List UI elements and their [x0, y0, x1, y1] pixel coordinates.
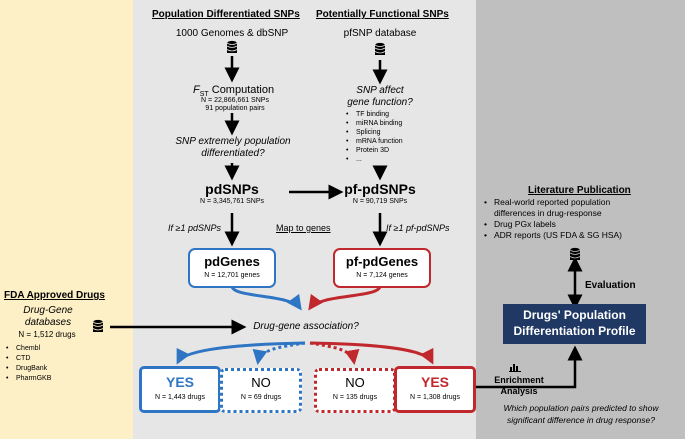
pdgenes-title: pdGenes [204, 254, 260, 269]
drug-count: N = 1,512 drugs [18, 330, 76, 339]
question-function-line1: SNP affect [356, 85, 404, 96]
database-icon [92, 319, 104, 332]
list-item: ADR reports (US FDA & SG HSA) [484, 230, 622, 241]
database-icon [569, 247, 581, 260]
curve-to-no-red [309, 341, 360, 365]
question-differentiated-line2: differentiated? [201, 148, 265, 159]
fst-pairs: 91 population pairs [205, 105, 265, 112]
list-item: CTD [6, 354, 51, 364]
enrichment-line2: Analysis [500, 386, 538, 396]
fst-computation: FST Computation [193, 84, 275, 99]
arrow-enrichment-to-profile [471, 345, 583, 389]
drug-gene-association: Drug-gene association? [253, 321, 359, 332]
outcome-count: N = 135 drugs [332, 394, 378, 401]
map-to-genes-label: Map to genes [276, 223, 331, 233]
pfpdsnps-count: N = 90,719 SNPs [352, 198, 408, 205]
pdsnps-title: pdSNPs [205, 181, 259, 197]
drug-gene-db-line2: databases [24, 317, 72, 328]
list-item: DrugBank [6, 364, 51, 374]
drug-gene-db-line1: Drug-Gene [23, 305, 73, 316]
database-icon [374, 42, 386, 55]
question-line1: Which population pairs predicted to show [503, 403, 659, 413]
curve-to-yes-red [309, 341, 434, 365]
outcome-yes-pd: YES N = 1,443 drugs [139, 366, 221, 413]
list-item: PharmGKB [6, 374, 51, 384]
profile-line2: Differentiation Profile [513, 324, 636, 338]
outcome-label: YES [165, 374, 194, 390]
middle-panel [133, 0, 476, 439]
pfsnp-source: pfSNP database [343, 28, 417, 39]
list-item: Chembl [6, 344, 51, 354]
list-item: TF binding [346, 110, 403, 119]
outcome-no-pf: NO N = 135 drugs [314, 368, 396, 413]
if-pdsnps-label: If ≥1 pdSNPs [168, 223, 221, 233]
fst-snp-count: N = 22,866,661 SNPs [201, 97, 269, 104]
pdgenes-count: N = 12,701 genes [204, 272, 260, 279]
pfpdgenes-title: pf-pdGenes [345, 254, 419, 269]
outcome-label: YES [420, 374, 449, 390]
curve-pdgenes-to-association [230, 285, 302, 311]
literature-title: Literature Publication [528, 185, 631, 196]
question-function-line2: gene function? [347, 97, 413, 108]
if-pfpdsnps-label: If ≥1 pf-pdSNPs [386, 223, 450, 233]
pfpdgenes-box: pf-pdGenes N = 7,124 genes [333, 248, 431, 288]
database-icon [226, 40, 238, 53]
outcome-count: N = 69 drugs [240, 394, 282, 401]
col2-title: Potentially Functional SNPs [316, 9, 449, 20]
question-line2: significant difference in drug response? [507, 415, 655, 425]
curve-to-no-blue [252, 341, 306, 365]
pdsnps-count: N = 3,345,761 SNPs [199, 198, 264, 205]
outcome-no-pd: NO N = 69 drugs [220, 368, 302, 413]
list-item: mRNA function [346, 137, 403, 146]
outcome-label: NO [251, 375, 271, 390]
evaluation-label: Evaluation [585, 280, 636, 291]
outcome-label: NO [345, 375, 365, 390]
enrichment-line1: Enrichment [494, 375, 544, 385]
profile-box: Drugs' Population Differentiation Profil… [503, 304, 646, 344]
function-list: TF binding miRNA binding Splicing mRNA f… [346, 110, 403, 164]
list-item: Drug PGx labels [484, 219, 622, 230]
pfpdgenes-count: N = 7,124 genes [356, 272, 408, 279]
list-item: Splicing [346, 128, 403, 137]
question-differentiated-line1: SNP extremely population [175, 136, 291, 147]
profile-line1: Drugs' Population [523, 308, 626, 322]
literature-list: Real-world reported populationdifference… [484, 197, 622, 241]
list-item: Protein 3D [346, 146, 403, 155]
fda-drugs-title: FDA Approved Drugs [4, 290, 105, 301]
genomes-source: 1000 Genomes & dbSNP [175, 28, 289, 39]
list-item: miRNA binding [346, 119, 403, 128]
outcome-count: N = 1,443 drugs [154, 394, 205, 401]
col1-title: Population Differentiated SNPs [152, 9, 300, 20]
list-item: Real-world reported populationdifference… [484, 197, 622, 219]
drug-source-list: Chembl CTD DrugBank PharmGKB [6, 344, 51, 384]
bar-chart-icon [509, 364, 521, 372]
curve-pfpdgenes-to-association [308, 285, 382, 311]
pfpdsnps-title: pf-pdSNPs [344, 181, 416, 197]
curve-to-yes-blue [176, 341, 306, 365]
outcome-count: N = 1,308 drugs [409, 394, 460, 401]
pdgenes-box: pdGenes N = 12,701 genes [188, 248, 276, 288]
list-item: ... [346, 155, 403, 164]
outcome-yes-pf: YES N = 1,308 drugs [394, 366, 476, 413]
